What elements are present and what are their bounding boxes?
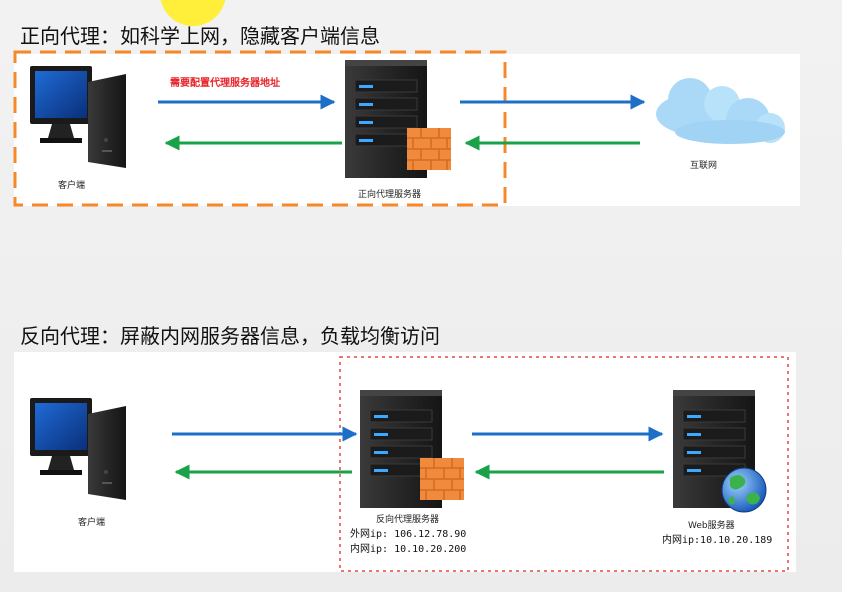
internet-cloud-icon	[656, 78, 785, 144]
proxy-config-note: 需要配置代理服务器地址	[170, 76, 280, 89]
reverse-client-label: 客户端	[78, 516, 105, 528]
reverse-proxy-boundary	[339, 356, 789, 572]
forward-firewall-icon	[406, 127, 452, 171]
web-server-label: Web服务器	[688, 519, 735, 531]
globe-icon	[721, 467, 767, 513]
proxy-external-ip: 外网ip: 106.12.78.90	[350, 528, 466, 540]
proxy-internal-ip: 内网ip: 10.10.20.200	[350, 542, 466, 555]
reverse-proxy-title: 反向代理：屏蔽内网服务器信息，负载均衡访问	[20, 324, 440, 348]
forward-proxy-title: 正向代理：如科学上网，隐藏客户端信息	[20, 24, 380, 48]
web-internal-ip: 内网ip:10.10.20.189	[662, 533, 772, 546]
forward-proxy-boundary	[13, 50, 507, 207]
reverse-firewall-icon	[419, 457, 465, 501]
forward-proxy-label: 正向代理服务器	[358, 188, 421, 200]
internet-label: 互联网	[690, 160, 717, 171]
reverse-client-icon	[30, 398, 126, 500]
forward-client-icon	[30, 66, 126, 168]
reverse-proxy-label: 反向代理服务器	[376, 513, 439, 525]
forward-client-label: 客户端	[58, 179, 85, 191]
